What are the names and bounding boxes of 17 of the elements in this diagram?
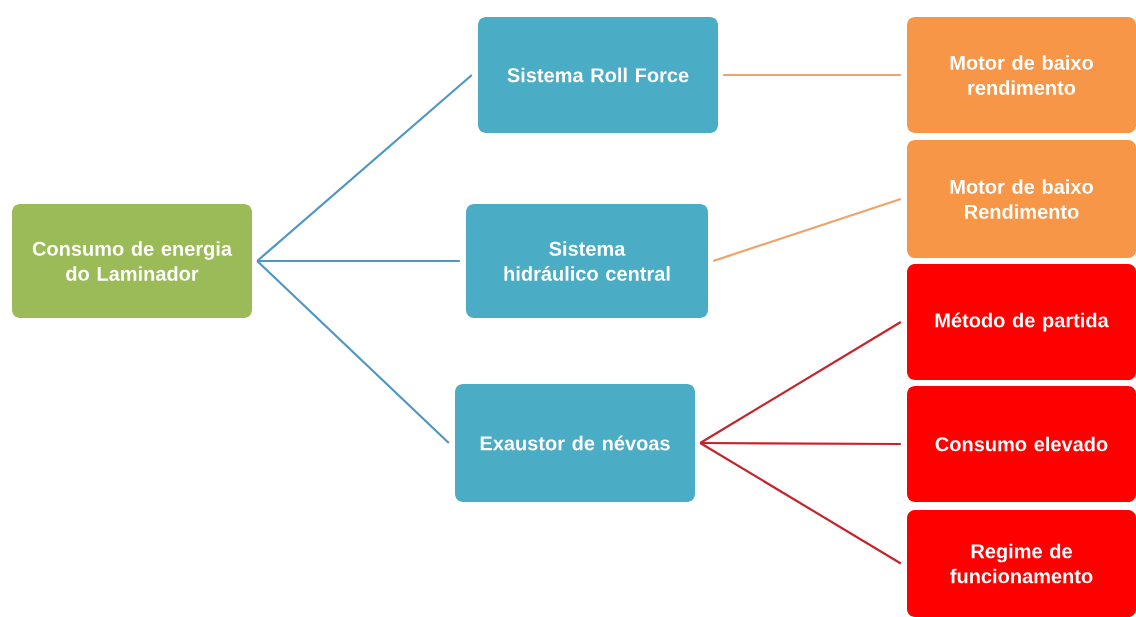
connector-line (699, 321, 902, 444)
process-box: Consumo elevado (907, 386, 1136, 502)
connector-line (712, 197, 902, 263)
process-box: Motor de baixo Rendimento (907, 140, 1136, 258)
process-box: Regime de funcionamento (907, 510, 1136, 617)
process-box: Método de partida (907, 264, 1136, 380)
connector-line (257, 259, 460, 263)
connector-line (723, 73, 901, 77)
process-box: Sistema hidráulico central (466, 204, 708, 318)
connector-line (699, 442, 902, 565)
process-box: Motor de baixo rendimento (907, 17, 1136, 133)
process-box: Consumo de energia do Laminador (12, 204, 252, 318)
connector-line (256, 260, 450, 444)
process-box: Sistema Roll Force (478, 17, 718, 133)
connector-line (700, 441, 901, 446)
process-box: Exaustor de névoas (455, 384, 695, 502)
connector-line (256, 74, 473, 262)
